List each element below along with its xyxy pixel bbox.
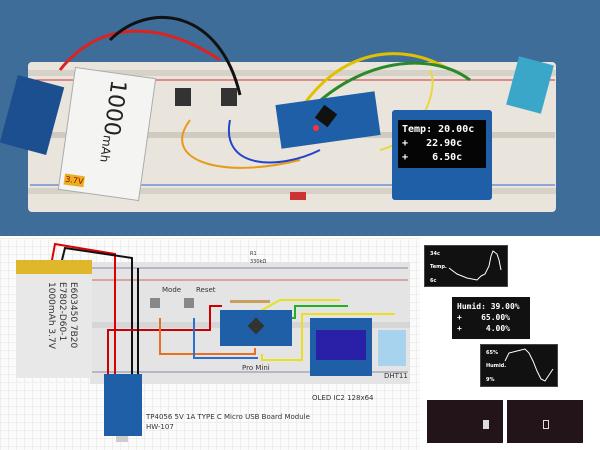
oled-line-2: + 22.90c bbox=[402, 138, 463, 149]
temp-min: 6c bbox=[430, 278, 437, 284]
temp-graph-screen: 34c Temp. 6c bbox=[424, 245, 508, 287]
battery-voltage-label: 3.7V bbox=[63, 173, 86, 188]
resistor-value: 330kΩ bbox=[250, 259, 267, 265]
battery-screen-empty bbox=[507, 400, 583, 443]
temp-label: Temp. bbox=[430, 264, 447, 270]
battery-label-line-2: E7802-D60-1 bbox=[57, 282, 67, 342]
wiring-diagram: E603450 7B20 E7802-D60-1 1000mAh 3.7V R1… bbox=[0, 238, 420, 450]
diagram-battery: E603450 7B20 E7802-D60-1 1000mAh 3.7V bbox=[16, 260, 92, 378]
humid-line-2: + 65.00% bbox=[457, 313, 510, 322]
resistor-name: R1 bbox=[250, 251, 257, 257]
humid-min: 9% bbox=[486, 377, 495, 383]
charger-label-1: TP4056 5V 1A TYPE C Micro USB Board Modu… bbox=[146, 413, 310, 421]
battery-label-line-3: 1000mAh 3.7V bbox=[46, 282, 56, 349]
battery-label: E603450 7B20 E7802-D60-1 1000mAh 3.7V bbox=[45, 282, 78, 349]
charger-label-2: HW-107 bbox=[146, 423, 174, 431]
temp-max: 34c bbox=[430, 251, 440, 257]
battery-label-line-1: E603450 7B20 bbox=[68, 282, 78, 349]
oled-line-3: + 6.50c bbox=[402, 152, 463, 163]
battery-full-icon bbox=[483, 420, 489, 429]
battery-screen-charging bbox=[427, 400, 503, 443]
breadboard-photo: 1000mAh 3.7V Temp: 20.00c + 22.90c + 6.5… bbox=[0, 0, 600, 236]
pro-mini-label: Pro Mini bbox=[242, 364, 270, 372]
humid-line-1: Humid: 39.00% bbox=[457, 302, 520, 311]
battery: 1000mAh 3.7V bbox=[57, 66, 157, 202]
battery-capacity-value: 1000 bbox=[97, 78, 131, 138]
humid-graph-screen: 65% Humid. 9% bbox=[480, 344, 558, 387]
reset-button-label: Reset bbox=[196, 286, 216, 294]
battery-capacity-unit: mAh bbox=[97, 134, 115, 164]
humid-text-screen: Humid: 39.00% + 65.00% + 4.00% bbox=[452, 297, 530, 339]
humid-max: 65% bbox=[486, 350, 498, 356]
photo-drawing bbox=[0, 16, 556, 212]
battery-empty-icon bbox=[543, 420, 549, 429]
photo-oled-screen: Temp: 20.00c + 22.90c + 6.50c bbox=[398, 120, 486, 168]
humid-label: Humid. bbox=[486, 363, 507, 369]
battery-capacity: 1000mAh bbox=[94, 78, 130, 164]
diagram-drawing bbox=[51, 242, 410, 442]
mode-button-label: Mode bbox=[162, 286, 182, 294]
oled-line-1: Temp: 20.00c bbox=[402, 124, 475, 135]
oled-label: OLED IC2 128x64 bbox=[312, 394, 374, 402]
humid-line-3: + 4.00% bbox=[457, 324, 510, 333]
humid-graph-line bbox=[504, 348, 554, 382]
temp-graph-line bbox=[448, 250, 502, 281]
dht11-label: DHT11 bbox=[384, 372, 408, 380]
